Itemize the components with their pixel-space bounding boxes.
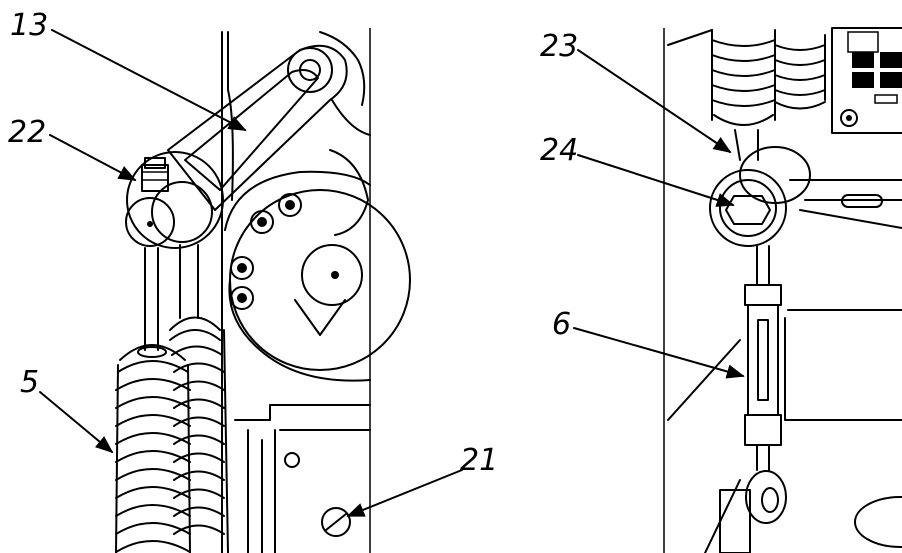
- callout-5: 5: [20, 365, 39, 400]
- leader-5: [39, 391, 114, 454]
- left-detail-view: 13 22 5 21: [8, 8, 498, 553]
- leader-6: [573, 327, 745, 379]
- hub-bolts: [230, 193, 302, 310]
- spring-back: [169, 316, 229, 553]
- callout-22: 22: [8, 115, 46, 150]
- leader-22: [49, 134, 137, 181]
- frame-top-line: [667, 29, 713, 46]
- pivot-assembly: [125, 151, 224, 249]
- top-wheel-rim: [331, 99, 371, 136]
- hex-bolt-24: [725, 195, 771, 225]
- leader-23: [577, 49, 732, 154]
- spring-pair-top: [711, 29, 826, 126]
- callout-13: 13: [10, 8, 48, 43]
- screw-21: [321, 507, 351, 537]
- top-wheel: [319, 31, 366, 106]
- motor-housing: [234, 404, 371, 553]
- callout-6: 6: [552, 307, 571, 342]
- callout-24: 24: [540, 133, 578, 168]
- pivot-eye: [709, 129, 811, 247]
- leader-24: [577, 154, 735, 207]
- lever-arm: [167, 44, 348, 211]
- turnbuckle: [744, 245, 787, 524]
- leader-13: [51, 29, 247, 131]
- leader-21: [346, 469, 463, 517]
- spring-front: [115, 344, 191, 553]
- control-board: [831, 27, 902, 134]
- callout-21: 21: [460, 443, 498, 478]
- right-detail-view: 23 24 6: [540, 27, 902, 553]
- callout-23: 23: [540, 29, 578, 64]
- drive-hub: [224, 149, 411, 382]
